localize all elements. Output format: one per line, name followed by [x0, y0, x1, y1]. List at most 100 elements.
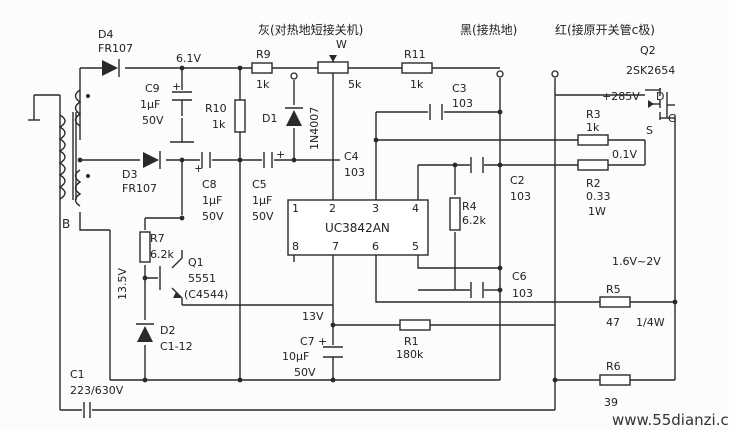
ic-pin-3: 3 — [372, 202, 379, 215]
c1-ref: C1 — [70, 368, 85, 381]
r1-value: 180k — [396, 348, 424, 361]
c2-ref: C2 — [510, 174, 525, 187]
c7-value2: 50V — [294, 366, 316, 379]
c8-ref: C8 — [202, 178, 217, 191]
ic-name: UC3842AN — [325, 221, 390, 235]
capacitor-c2: C2 103 — [470, 157, 531, 203]
c1-value: 223/630V — [70, 384, 124, 397]
diode-d3: D3 FR107 — [122, 151, 161, 195]
resistor-r7: R7 6.2k — [139, 231, 174, 263]
r6-value: 39 — [604, 396, 618, 409]
junction-dots — [77, 65, 678, 383]
r9-value: 1k — [256, 78, 270, 91]
terminal-gray-label: 灰(对热地短接关机) — [258, 22, 363, 37]
ic-pin-1: 1 — [292, 202, 299, 215]
mosfet-q2: Q2 2SK2654 D S G — [626, 44, 677, 137]
resistor-r10: R10 1k — [205, 99, 246, 133]
d3-value: FR107 — [122, 182, 157, 195]
c8-plus: + — [194, 162, 203, 175]
q1-ref: Q1 — [188, 256, 204, 269]
terminal-red-label: 红(接原开关管c极) — [555, 22, 655, 37]
c9-plus: + — [172, 80, 181, 93]
transformer-label: B — [62, 217, 70, 231]
terminal-black-label: 黑(接热地) — [460, 22, 517, 37]
watermark: www.55dianzi.com — [612, 411, 729, 429]
c8-value2: 50V — [202, 210, 224, 223]
c3-value: 103 — [452, 97, 473, 110]
ic-pin-5: 5 — [412, 240, 419, 253]
wires — [34, 55, 676, 411]
r7-ref: R7 — [150, 232, 165, 245]
w-value: 5k — [348, 78, 362, 91]
potentiometer-w: W 5k — [317, 38, 362, 91]
r5-ref: R5 — [606, 283, 621, 296]
q2-ref: Q2 — [640, 44, 656, 57]
c6-ref: C6 — [512, 270, 527, 283]
resistor-r4: R4 6.2k — [449, 197, 486, 231]
d1-value: 1N4007 — [308, 107, 321, 150]
ic-uc3842an: 1 2 3 4 UC3842AN 8 7 6 5 — [287, 199, 429, 256]
d1-ref: D1 — [262, 112, 277, 125]
capacitor-c8: + C8 1μF 50V — [194, 152, 224, 223]
capacitor-c5: + C5 1μF 50V — [252, 148, 285, 223]
d3-ref: D3 — [122, 168, 137, 181]
terminal-black — [496, 70, 504, 78]
capacitor-c1: C1 223/630V — [70, 368, 124, 418]
r7-value: 6.2k — [150, 248, 174, 261]
c9-ref: C9 — [145, 82, 160, 95]
resistor-r9: R9 1k — [251, 48, 273, 91]
q2-pin-d: D — [656, 90, 664, 103]
transformer: B — [28, 89, 90, 231]
resistor-r6: R6 39 — [599, 360, 631, 409]
ic-pin-8: 8 — [292, 240, 299, 253]
diode-d2: D2 C1-12 — [136, 323, 193, 353]
voltage-13v: 13V — [302, 310, 324, 323]
ic-pin-6: 6 — [372, 240, 379, 253]
r10-ref: R10 — [205, 102, 227, 115]
q2-pin-s: S — [646, 124, 653, 137]
capacitor-c9: + C9 1μF 50V — [140, 80, 192, 127]
c7-ref: C7 — [300, 335, 315, 348]
c5-ref: C5 — [252, 178, 267, 191]
resistor-r3: R3 1k — [577, 108, 609, 146]
voltage-13v5: 13.5V — [116, 268, 129, 300]
r2-power: 1W — [588, 205, 606, 218]
c4-ref: C4 — [344, 150, 359, 163]
q2-value: 2SK2654 — [626, 64, 675, 77]
c7-plus: + — [318, 335, 327, 348]
voltage-285v: +285V — [602, 90, 640, 103]
ic-pin-7: 7 — [332, 240, 339, 253]
r11-ref: R11 — [404, 48, 426, 61]
resistor-r5: R5 47 1/4W — [599, 283, 665, 329]
resistor-r1: R1 180k — [396, 319, 431, 361]
c9-value1: 1μF — [140, 98, 160, 111]
r5-value: 47 — [606, 316, 620, 329]
r2-value: 0.33 — [586, 190, 611, 203]
d4-ref: D4 — [98, 28, 113, 41]
capacitor-c3: C3 103 — [429, 82, 473, 120]
diode-d4: D4 FR107 — [98, 28, 133, 77]
ic-pin-4: 4 — [412, 202, 419, 215]
q1-alt: (C4544) — [184, 288, 228, 301]
r9-ref: R9 — [256, 48, 271, 61]
resistor-r2: R2 0.33 1W — [577, 159, 611, 218]
r2-ref: R2 — [586, 177, 601, 190]
capacitor-c6: C6 103 — [470, 270, 533, 300]
c3-ref: C3 — [452, 82, 467, 95]
d4-value: FR107 — [98, 42, 133, 55]
transistor-q1: Q1 5551 (C4544) — [159, 256, 228, 301]
c2-value: 103 — [510, 190, 531, 203]
terminal-red — [551, 70, 559, 78]
r10-value: 1k — [212, 118, 226, 131]
c6-value: 103 — [512, 287, 533, 300]
r5-power: 1/4W — [636, 316, 665, 329]
r3-value: 1k — [586, 121, 600, 134]
q2-pin-g: G — [668, 112, 677, 125]
w-ref: W — [336, 38, 347, 51]
terminals — [290, 70, 559, 80]
c9-value2: 50V — [142, 114, 164, 127]
c5-plus: + — [276, 148, 285, 161]
capacitor-c7: + C7 10μF 50V — [282, 335, 343, 379]
c5-value2: 50V — [252, 210, 274, 223]
